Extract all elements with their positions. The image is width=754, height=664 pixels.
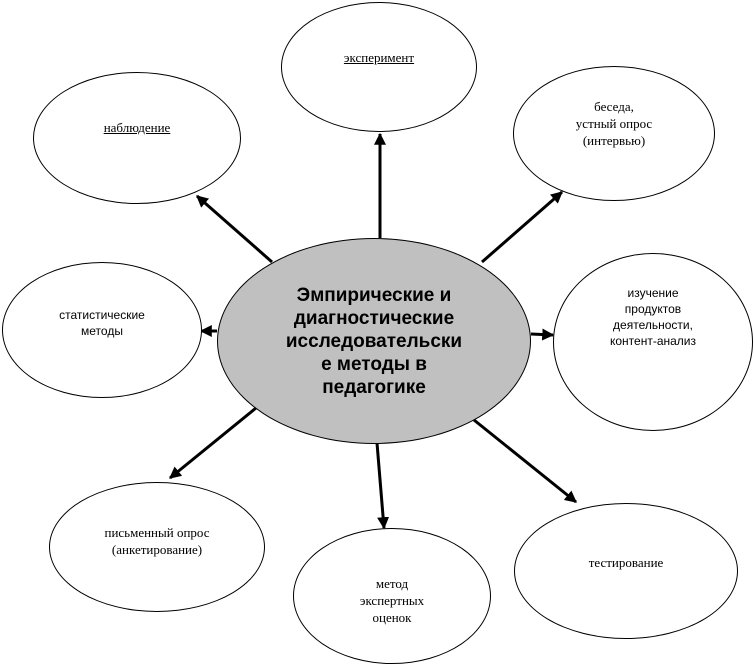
node-statistical-label: статистические методы xyxy=(59,308,145,338)
node-statistical: статистические методы xyxy=(2,262,202,398)
arrow-to-observation xyxy=(196,194,273,264)
center-node: Эмпирические и диагностические исследова… xyxy=(217,238,531,444)
node-conversation-label: беседа, устный опрос (интервью) xyxy=(575,99,653,148)
node-observation: наблюдение xyxy=(33,72,241,204)
center-node-label: Эмпирические и диагностические исследова… xyxy=(285,284,463,398)
node-products-label: изучение продуктов деятельности, контент… xyxy=(609,286,697,348)
node-written-survey: письменный опрос (анкетирование) xyxy=(49,482,265,612)
node-written-survey-label: письменный опрос (анкетирование) xyxy=(104,525,210,557)
node-testing: тестирование xyxy=(514,503,738,639)
arrow-to-conversation xyxy=(481,190,563,264)
node-products: изучение продуктов деятельности, контент… xyxy=(553,253,753,431)
node-expert: метод экспертных оценок xyxy=(293,528,491,664)
arrow-to-testing xyxy=(473,418,577,504)
node-experiment: эксперимент xyxy=(281,2,477,132)
node-conversation: беседа, устный опрос (интервью) xyxy=(513,66,715,201)
node-experiment-label: эксперимент xyxy=(343,50,415,65)
arrow-to-products xyxy=(530,328,555,341)
arrow-to-expert xyxy=(375,442,390,530)
node-observation-label: наблюдение xyxy=(103,120,171,135)
node-testing-label: тестирование xyxy=(588,555,664,570)
node-expert-label: метод экспертных оценок xyxy=(359,576,425,625)
arrow-to-written-survey xyxy=(169,406,257,480)
